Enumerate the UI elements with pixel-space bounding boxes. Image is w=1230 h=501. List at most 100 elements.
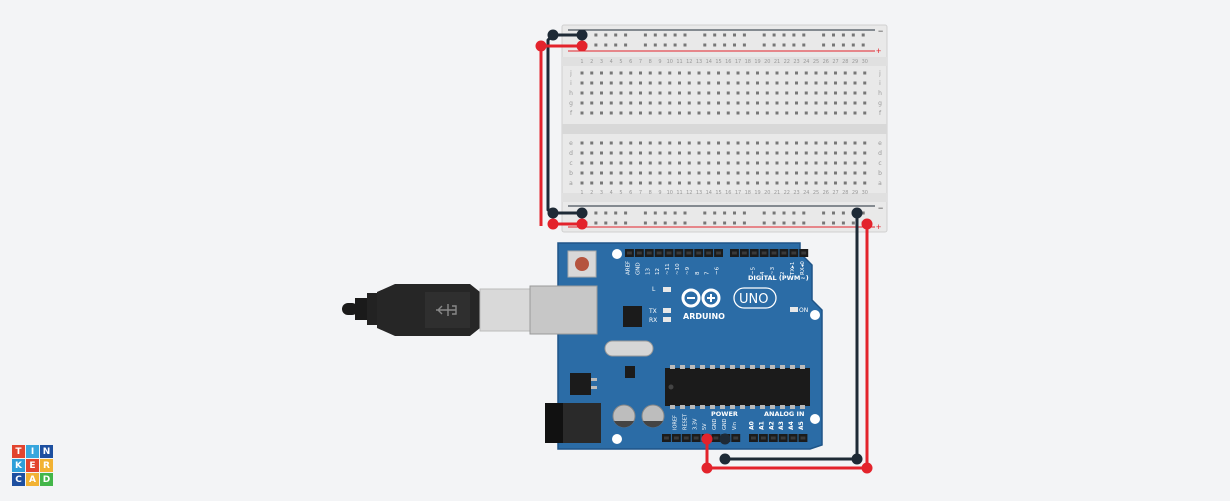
breadboard-hole[interactable]	[795, 91, 798, 95]
breadboard-hole[interactable]	[648, 181, 652, 185]
breadboard-hole[interactable]	[765, 171, 769, 175]
breadboard-hole[interactable]	[841, 221, 845, 225]
breadboard-hole[interactable]	[697, 161, 701, 165]
breadboard-hole[interactable]	[717, 91, 720, 95]
breadboard-hole[interactable]	[648, 161, 652, 165]
breadboard-hole[interactable]	[594, 33, 598, 37]
wire-endpoint-red[interactable]	[547, 218, 559, 230]
breadboard-hole[interactable]	[772, 43, 776, 47]
breadboard-hole[interactable]	[736, 111, 740, 115]
breadboard-hole[interactable]	[687, 161, 691, 165]
breadboard-hole[interactable]	[775, 171, 779, 175]
breadboard-hole[interactable]	[687, 141, 691, 145]
breadboard-hole[interactable]	[580, 171, 584, 175]
breadboard-hole[interactable]	[863, 151, 867, 155]
breadboard-hole[interactable]	[726, 71, 730, 75]
breadboard-hole[interactable]	[648, 91, 652, 95]
breadboard-hole[interactable]	[614, 211, 618, 215]
breadboard-hole[interactable]	[590, 161, 594, 165]
breadboard-hole[interactable]	[762, 221, 766, 225]
breadboard-hole[interactable]	[590, 81, 594, 85]
breadboard-hole[interactable]	[697, 81, 701, 85]
breadboard-hole[interactable]	[687, 81, 691, 85]
breadboard-hole[interactable]	[619, 171, 623, 175]
breadboard-hole[interactable]	[765, 71, 769, 75]
breadboard-hole[interactable]	[668, 111, 672, 115]
breadboard-hole[interactable]	[643, 221, 647, 225]
breadboard-hole[interactable]	[639, 151, 642, 155]
breadboard-hole[interactable]	[590, 181, 594, 185]
breadboard-hole[interactable]	[678, 101, 681, 105]
breadboard-hole[interactable]	[792, 33, 796, 37]
breadboard-hole[interactable]	[795, 161, 798, 165]
breadboard-hole[interactable]	[742, 33, 746, 37]
breadboard-hole[interactable]	[762, 33, 766, 37]
breadboard-hole[interactable]	[733, 33, 736, 37]
breadboard-hole[interactable]	[609, 151, 613, 155]
breadboard-hole[interactable]	[736, 91, 740, 95]
breadboard-hole[interactable]	[792, 221, 796, 225]
breadboard-hole[interactable]	[619, 151, 623, 155]
breadboard-hole[interactable]	[707, 151, 711, 155]
breadboard-hole[interactable]	[619, 91, 623, 95]
breadboard-hole[interactable]	[609, 141, 613, 145]
breadboard-hole[interactable]	[756, 101, 759, 105]
breadboard-hole[interactable]	[785, 101, 789, 105]
breadboard-hole[interactable]	[765, 91, 769, 95]
breadboard-hole[interactable]	[841, 43, 845, 47]
breadboard-hole[interactable]	[648, 81, 652, 85]
breadboard-hole[interactable]	[765, 141, 769, 145]
wire-red-5v[interactable]	[705, 224, 869, 470]
wire-endpoint-black[interactable]	[719, 453, 731, 465]
breadboard-hole[interactable]	[619, 181, 623, 185]
breadboard-hole[interactable]	[863, 141, 867, 145]
breadboard-hole[interactable]	[802, 33, 806, 37]
breadboard-hole[interactable]	[834, 151, 837, 155]
breadboard-hole[interactable]	[614, 221, 618, 225]
breadboard-hole[interactable]	[600, 171, 603, 175]
breadboard-hole[interactable]	[746, 171, 750, 175]
breadboard-hole[interactable]	[762, 43, 766, 47]
breadboard-hole[interactable]	[629, 111, 633, 115]
breadboard-hole[interactable]	[687, 71, 691, 75]
breadboard-hole[interactable]	[653, 33, 657, 37]
breadboard-hole[interactable]	[834, 71, 837, 75]
breadboard-hole[interactable]	[658, 181, 662, 185]
breadboard-hole[interactable]	[733, 221, 736, 225]
breadboard-hole[interactable]	[834, 111, 837, 115]
breadboard-hole[interactable]	[663, 211, 667, 215]
pin-headers[interactable]	[625, 249, 809, 442]
breadboard-hole[interactable]	[723, 33, 727, 37]
breadboard-hole[interactable]	[795, 151, 798, 155]
wire-endpoint-black[interactable]	[851, 207, 863, 219]
breadboard-hole[interactable]	[736, 151, 740, 155]
breadboard-hole[interactable]	[678, 81, 681, 85]
breadboard-hole[interactable]	[590, 141, 594, 145]
breadboard-hole[interactable]	[639, 81, 642, 85]
breadboard-hole[interactable]	[795, 101, 798, 105]
wire-endpoint-red[interactable]	[701, 462, 713, 474]
breadboard-hole[interactable]	[736, 71, 740, 75]
breadboard-hole[interactable]	[746, 91, 750, 95]
breadboard-hole[interactable]	[658, 91, 662, 95]
breadboard-hole[interactable]	[580, 101, 584, 105]
breadboard-hole[interactable]	[648, 141, 652, 145]
breadboard-hole[interactable]	[697, 101, 701, 105]
breadboard-hole[interactable]	[824, 71, 828, 75]
breadboard-hole[interactable]	[853, 71, 857, 75]
breadboard-hole[interactable]	[824, 91, 828, 95]
breadboard-hole[interactable]	[782, 33, 786, 37]
breadboard-hole[interactable]	[746, 81, 750, 85]
breadboard-hole[interactable]	[609, 161, 613, 165]
breadboard-hole[interactable]	[746, 151, 750, 155]
breadboard-hole[interactable]	[824, 111, 828, 115]
breadboard-hole[interactable]	[580, 81, 584, 85]
breadboard-hole[interactable]	[629, 151, 633, 155]
breadboard-hole[interactable]	[804, 81, 808, 85]
breadboard-hole[interactable]	[717, 141, 720, 145]
breadboard-hole[interactable]	[600, 91, 603, 95]
breadboard-hole[interactable]	[687, 181, 691, 185]
breadboard-hole[interactable]	[717, 161, 720, 165]
breadboard-hole[interactable]	[863, 71, 867, 75]
breadboard-hole[interactable]	[804, 171, 808, 175]
